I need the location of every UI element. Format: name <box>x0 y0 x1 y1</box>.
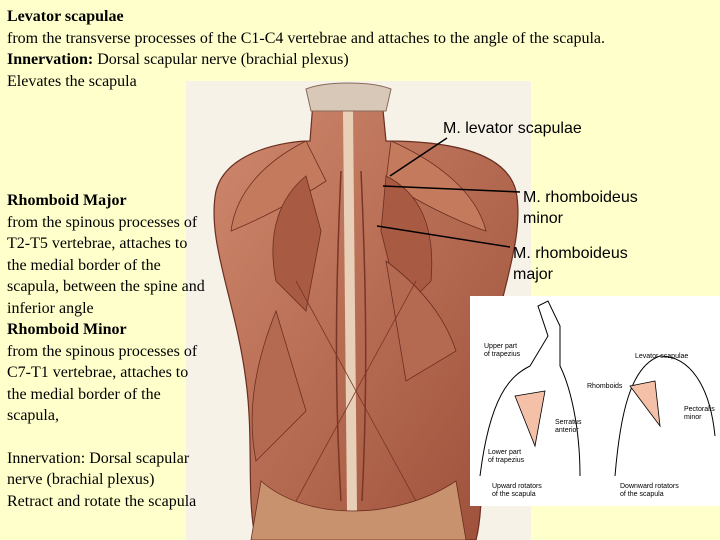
rhomboid-major-title: Rhomboid Major <box>7 192 127 209</box>
levator-innervation-value: Dorsal scapular nerve (brachial plexus) <box>93 51 349 68</box>
rhomboid-innervation-value: : Dorsal scapular <box>80 449 190 467</box>
rhomboid-major-line: the medial border of the <box>7 256 161 274</box>
rhomboid-description: Rhomboid Major from the spinous processe… <box>7 190 242 512</box>
rhomboid-major-line: from the spinous processes of <box>7 213 198 231</box>
levator-action: Elevates the scapula <box>7 72 137 90</box>
levator-innervation-label: Innervation: <box>7 51 94 68</box>
rhomboid-minor-line: from the spinous processes of <box>7 342 198 360</box>
levator-innervation: Innervation: Dorsal scapular nerve (brac… <box>7 49 605 71</box>
rhomboid-action: Retract and rotate the scapula <box>7 492 197 510</box>
rhomboid-minor-line: the medial border of the <box>7 385 161 403</box>
label-rhomboid-major-line: M. rhomboideus <box>513 245 628 262</box>
sketch-rhomboids: Rhomboids <box>587 383 623 390</box>
label-rhomboid-minor: M. rhomboideus minor <box>523 187 638 229</box>
rhomboid-minor-line: C7-T1 vertebrae, attaches to <box>7 364 189 381</box>
levator-origin: from the transverse processes of the C1-… <box>7 29 605 47</box>
sketch-levator: Levator scapulae <box>635 353 688 360</box>
rhomboid-innervation: Innervation: Dorsal scapular <box>7 448 242 470</box>
rhomboid-major-line: inferior angle <box>7 299 94 317</box>
rhomboid-minor-title: Rhomboid Minor <box>7 321 127 338</box>
rhomboid-innervation-label: Innervation <box>7 449 81 467</box>
levator-title: Levator scapulae <box>7 8 124 25</box>
levator-scapulae-description: Levator scapulae from the transverse pro… <box>7 6 605 92</box>
label-rhomboid-minor-line: M. rhomboideus <box>523 189 638 206</box>
rhomboid-minor-line: scapula, <box>7 407 59 424</box>
label-rhomboid-major: M. rhomboideus major <box>513 243 628 285</box>
spacer <box>7 427 242 448</box>
label-levator-scapulae: M. levator scapulae <box>443 120 582 137</box>
label-rhomboid-minor-line: minor <box>523 210 564 227</box>
label-rhomboid-major-line: major <box>513 266 554 283</box>
rhomboid-innervation-line: nerve (brachial plexus) <box>7 471 155 488</box>
rhomboid-major-line: scapula, between the spine and <box>7 278 205 295</box>
rhomboid-major-line: T2-T5 vertebrae, attaches to <box>7 235 188 252</box>
